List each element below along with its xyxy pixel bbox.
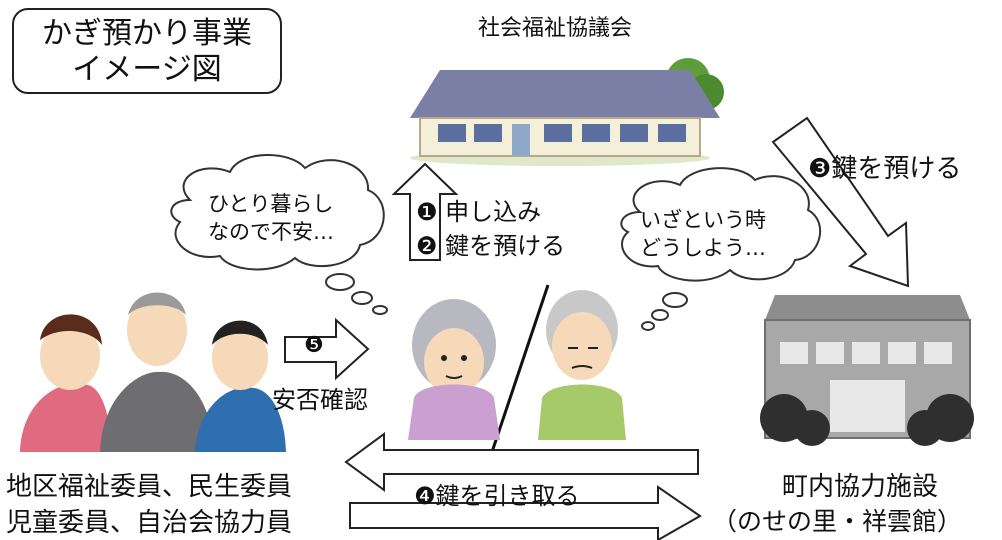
arrow-up: [391, 162, 459, 261]
title-box: かぎ預かり事業 イメージ図: [12, 8, 282, 94]
thought-cloud-grandpa: [620, 167, 822, 331]
step1-label: ❶ 申し込み: [416, 192, 541, 227]
grandma-thought-line2: なので不安…: [208, 220, 334, 244]
step1-number: ❶: [416, 198, 438, 226]
arrow-right-lower: [349, 485, 702, 540]
title-line2: イメージ図: [72, 52, 222, 87]
step3-number: ❸: [808, 154, 832, 184]
step2-label: ❷ 鍵を預ける: [416, 226, 565, 261]
facility-line1: 町内協力施設: [782, 472, 939, 502]
step2-number: ❷: [416, 232, 438, 260]
step3-label: ❸鍵を預ける: [808, 148, 961, 185]
thought-cloud-grandma: [170, 154, 388, 315]
arrow-right-step5: [284, 317, 370, 381]
step2-text: 鍵を預ける: [445, 232, 566, 260]
facility-line2: （のせの里・祥雲館）: [712, 507, 963, 536]
step4-text: 鍵を引き取る: [435, 482, 580, 510]
council-building-icon: [410, 58, 724, 166]
grandpa-icon: [538, 290, 626, 440]
step3-text: 鍵を預ける: [831, 154, 962, 184]
step4-number: ❹: [414, 482, 436, 510]
step5-number: ❺: [304, 333, 324, 358]
facility-building-icon: [760, 295, 974, 446]
step1-text: 申し込み: [445, 198, 542, 226]
arrow-diagonal: [771, 116, 910, 288]
grandpa-thought-line1: いざという時: [640, 208, 766, 232]
title-line1: かぎ預かり事業: [42, 16, 252, 51]
grandma-thought-text: ひとり暮らし なので不安…: [208, 190, 334, 246]
step4-label: ❹鍵を引き取る: [414, 476, 580, 511]
volunteers-line2: 児童委員、自治会協力員: [6, 508, 293, 538]
step5-text: 安否確認: [272, 386, 368, 414]
divider-line: [490, 284, 550, 453]
council-label: 社会福祉協議会: [478, 16, 633, 41]
arrow-left-step4: [344, 432, 699, 492]
grandma-icon: [408, 299, 500, 440]
volunteers-line1: 地区福祉委員、民生委員: [6, 472, 293, 502]
grandpa-thought-text: いざという時 どうしよう…: [640, 206, 766, 262]
grandpa-thought-line2: どうしよう…: [640, 236, 766, 260]
grandma-thought-line1: ひとり暮らし: [208, 192, 334, 216]
volunteers-icon: [20, 292, 286, 452]
